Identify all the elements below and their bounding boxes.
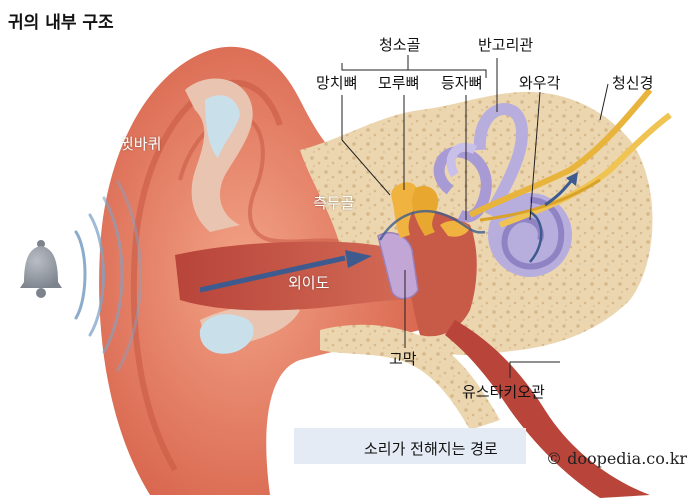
label-ossicles: 청소골 (379, 36, 421, 54)
cochlea (488, 193, 572, 277)
label-auricle: 귓바퀴 (120, 135, 162, 153)
label-incus: 모루뼈 (378, 74, 420, 92)
label-temporal-bone: 측두골 (313, 194, 355, 212)
middle-ear-cavity (400, 208, 477, 337)
label-malleus: 망치뼈 (316, 74, 358, 92)
credit-text: © doopedia.co.kr (546, 449, 688, 468)
label-auditory-nerve: 청신경 (612, 74, 654, 92)
auditory-nerve (468, 88, 672, 228)
ossicles (391, 182, 470, 238)
sound-wave-icon (74, 180, 142, 372)
label-external-canal: 외이도 (288, 274, 330, 292)
cartilage (185, 78, 300, 354)
diagram-title: 귀의 내부 구조 (8, 13, 114, 33)
eardrum (377, 231, 419, 300)
legend-box: 소리가 전해지는 경로 (294, 428, 526, 464)
label-eardrum: 고막 (389, 350, 417, 368)
eustachian-tube-shape (445, 320, 650, 498)
label-eustachian-tube: 유스타키오관 (462, 383, 545, 401)
temporal-bone (300, 91, 653, 430)
sound-path (199, 172, 578, 293)
label-stapes: 등자뼈 (441, 74, 483, 92)
label-semicircular-canals: 반고리관 (478, 36, 534, 54)
legend-text: 소리가 전해지는 경로 (364, 440, 498, 458)
leader-lines (341, 55, 609, 378)
label-cochlea: 와우각 (519, 74, 561, 92)
bell-icon (20, 240, 62, 298)
